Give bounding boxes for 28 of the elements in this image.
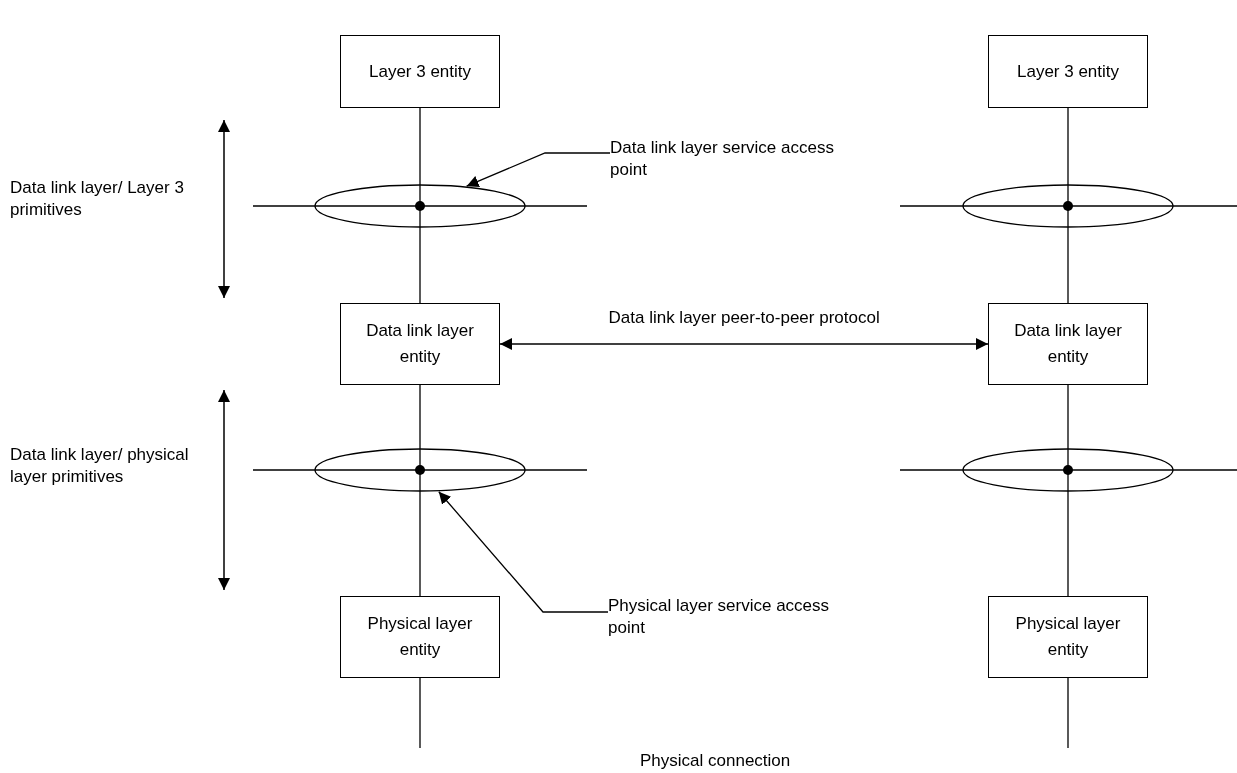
- connector-line: [1067, 384, 1069, 449]
- connector-line: [419, 491, 421, 597]
- leader-line: [465, 152, 611, 188]
- connector-line: [1067, 107, 1069, 185]
- entity-box: Data link layer entity: [340, 303, 500, 385]
- service-access-point-ellipse: [962, 448, 1174, 492]
- callout-text: Physical layer service access point: [608, 595, 848, 645]
- entity-box: Physical layer entity: [340, 596, 500, 678]
- entity-box: Physical layer entity: [988, 596, 1148, 678]
- double-arrow: [499, 338, 989, 350]
- connector-line: [1067, 677, 1069, 749]
- primitives-label: Data link layer/ Layer 3 primitives: [10, 177, 185, 221]
- entity-box: Layer 3 entity: [988, 35, 1148, 108]
- leader-line: [438, 491, 609, 613]
- connector-line: [1067, 227, 1069, 304]
- entity-box: Data link layer entity: [988, 303, 1148, 385]
- connector-line: [419, 227, 421, 304]
- service-access-point-ellipse: [962, 184, 1174, 228]
- service-access-point-ellipse: [314, 184, 526, 228]
- primitives-label: Data link layer/ physical layer primitives: [10, 444, 190, 488]
- connection-label: Physical connection: [640, 750, 792, 772]
- connector-line: [419, 677, 421, 749]
- entity-box: Layer 3 entity: [340, 35, 500, 108]
- connector-line: [419, 107, 421, 185]
- connector-line: [419, 384, 421, 449]
- callout-text: Data link layer service access point: [610, 137, 850, 187]
- connector-line: [1067, 491, 1069, 597]
- service-access-point-ellipse: [314, 448, 526, 492]
